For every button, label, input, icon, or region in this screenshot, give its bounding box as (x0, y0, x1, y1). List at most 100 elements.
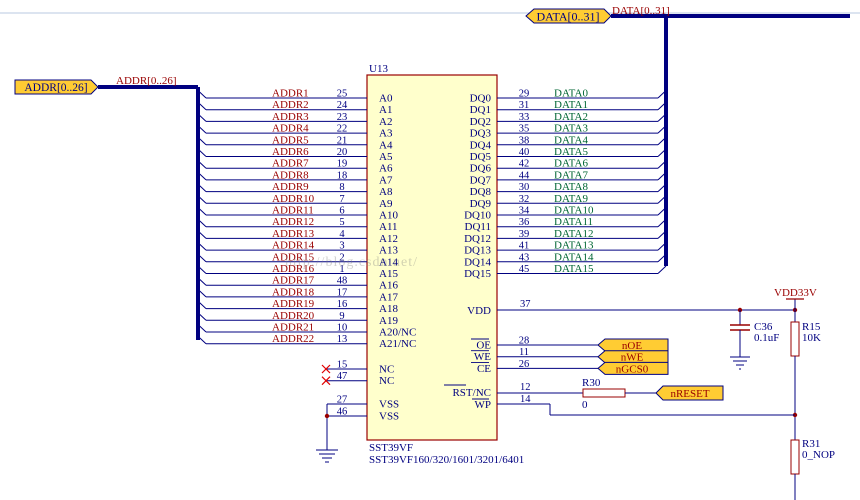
data-net-label: DATA5 (554, 146, 588, 158)
addr-pin-name: A3 (379, 128, 393, 140)
r15-ref: R15 (802, 321, 821, 333)
nc-pin-name: NC (379, 375, 394, 387)
nreset-port[interactable]: nRESET (655, 385, 724, 401)
chip-body[interactable] (366, 74, 498, 441)
addr-pin-name: A11 (379, 221, 398, 233)
data-pin-name: DQ10 (464, 210, 491, 222)
addr-pin-number: 9 (339, 311, 344, 322)
bus-entry (657, 230, 667, 239)
addr-net-label: ADDR18 (272, 286, 315, 298)
data-net-label: DATA14 (554, 251, 594, 263)
wp-pin-name: WP (475, 399, 492, 411)
bus-entry (657, 218, 667, 228)
data-bus-port[interactable]: DATA[0..31] (525, 8, 612, 24)
addr-net-label: ADDR3 (272, 111, 309, 123)
vdd-pin[interactable]: VDD 37 (467, 299, 795, 317)
bus-entry (197, 335, 207, 345)
vdd-pin-number: 37 (520, 299, 531, 310)
vss-pin-name: VSS (379, 411, 399, 423)
data-net-label: DATA11 (554, 216, 593, 228)
data-pin-number: 44 (519, 170, 530, 181)
addr-pin-number: 18 (337, 170, 348, 181)
control-net-port[interactable] (597, 338, 669, 352)
r30-value: 0 (582, 399, 588, 411)
rst-pin[interactable]: RST/NC 12 (444, 382, 583, 399)
addr-bus-port[interactable]: ADDR[0..26] (14, 79, 99, 95)
data-pin-name: DQ14 (464, 256, 491, 268)
addr-net-label: ADDR21 (272, 322, 314, 334)
control-net-port[interactable] (597, 361, 669, 375)
bus-entry (197, 253, 207, 263)
nc-pin-number: 47 (337, 371, 348, 382)
addr-pin-name: A5 (379, 151, 393, 163)
addr-pin-number: 2 (339, 252, 344, 263)
bus-entry (197, 242, 207, 251)
wp-pin[interactable]: WP 14 (472, 394, 795, 416)
data-pin-number: 43 (519, 252, 530, 263)
data-pin-number: 40 (519, 147, 530, 158)
data-pin-row[interactable]: DQ14 43 DATA14 (464, 251, 667, 268)
addr-net-label: ADDR19 (272, 298, 315, 310)
resistor-r15[interactable] (790, 310, 800, 440)
nc-pin[interactable]: 47 NC (321, 371, 394, 387)
r30-ref: R30 (582, 377, 601, 389)
data-net-label: DATA6 (554, 158, 588, 170)
resistor-r31[interactable] (790, 439, 800, 500)
addr-pin-number: 48 (337, 276, 348, 287)
addr-pin-name: A8 (379, 186, 393, 198)
addr-pin-number: 8 (339, 182, 344, 193)
addr-pin-name: A17 (379, 291, 398, 303)
control-net-port[interactable] (597, 350, 669, 364)
bus-entry (657, 160, 667, 169)
addr-net-label: ADDR4 (272, 123, 309, 135)
resistor-r30[interactable] (582, 388, 656, 398)
capacitor-c36[interactable] (730, 310, 750, 370)
data-net-label: DATA2 (554, 111, 588, 123)
data-net-label: DATA7 (554, 169, 588, 181)
